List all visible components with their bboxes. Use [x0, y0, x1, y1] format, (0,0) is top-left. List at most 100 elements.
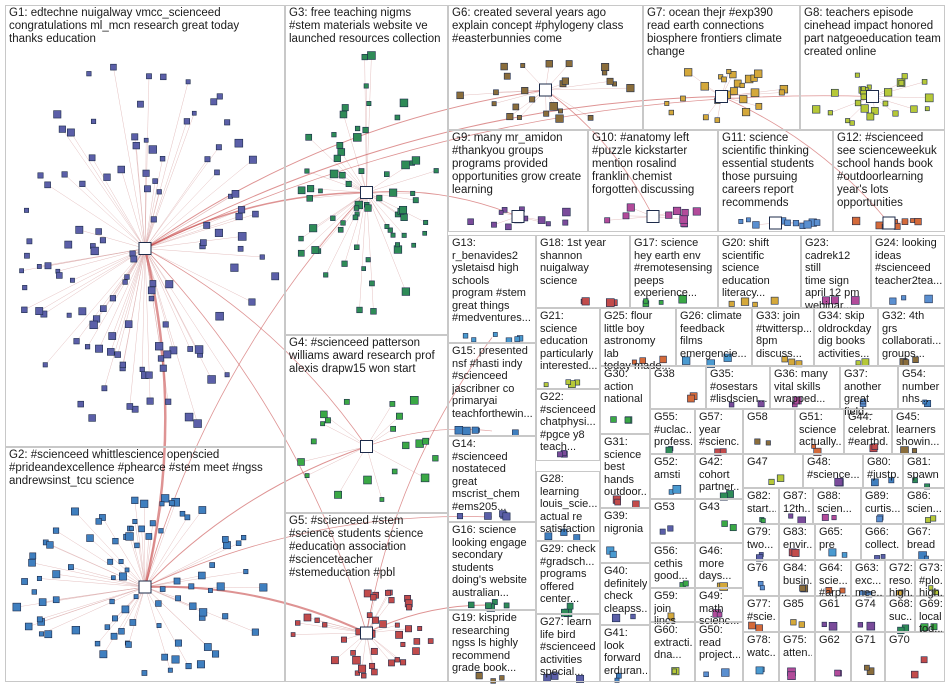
edge: [322, 423, 367, 447]
group-label: G54: number nhs...: [902, 368, 940, 405]
node: [668, 109, 675, 116]
node: [107, 558, 114, 565]
group-g11: G11: science scientific thinking essenti…: [718, 130, 833, 232]
node: [330, 215, 336, 221]
node: [493, 89, 499, 96]
node: [114, 351, 121, 358]
node: [356, 306, 363, 314]
node: [739, 82, 745, 89]
node: [103, 173, 111, 181]
node: [369, 280, 375, 287]
node: [88, 414, 96, 422]
group-g50: G50: read project...: [695, 622, 743, 682]
node: [309, 224, 318, 233]
node: [259, 254, 265, 260]
node: [131, 133, 139, 141]
group-g71: G71: [851, 632, 885, 682]
node: [793, 396, 802, 405]
node: [222, 536, 229, 543]
edge: [144, 248, 263, 258]
node: [36, 575, 42, 581]
node: [371, 616, 379, 624]
group-g39: G39: nigronia: [600, 508, 650, 563]
node: [131, 496, 139, 504]
node: [214, 228, 223, 237]
node: [545, 60, 553, 68]
group-g64: G64: scie... #arp...: [815, 560, 851, 599]
node: [610, 416, 617, 423]
node: [748, 621, 756, 630]
node: [394, 622, 400, 628]
node: [165, 398, 172, 405]
node: [924, 483, 931, 490]
node: [860, 104, 869, 113]
node: [834, 669, 841, 677]
node: [183, 118, 190, 125]
group-g24: G24: looking ideas #scienceed teacher2te…: [871, 235, 945, 308]
edge: [366, 446, 383, 500]
node: [222, 613, 229, 620]
group-label: G10: #anatomy left #puzzle kickstarter m…: [592, 132, 695, 196]
edge: [111, 248, 146, 337]
group-label: G37: another great field...: [844, 368, 882, 418]
node: [259, 583, 268, 592]
node: [370, 594, 377, 601]
group-g62: G62: [815, 632, 851, 682]
node: [389, 188, 398, 197]
node: [24, 252, 30, 259]
node: [248, 155, 257, 164]
group-label: G8: teachers episode cinehead impact hon…: [804, 7, 941, 58]
node: [728, 300, 735, 307]
group-g21: G21: science education particularly inte…: [536, 308, 600, 389]
group-label: G5: #scienceed #stem #science students s…: [289, 515, 424, 579]
node: [149, 520, 156, 527]
node: [502, 512, 511, 521]
group-label: G56: cethis good...: [654, 545, 688, 582]
node: [498, 210, 504, 215]
node: [334, 490, 342, 499]
node: [667, 612, 675, 620]
edge: [309, 192, 367, 199]
node: [924, 93, 934, 103]
edge: [144, 586, 189, 667]
node: [892, 110, 899, 117]
edge: [495, 89, 546, 93]
edge: [121, 169, 146, 249]
node: [370, 308, 377, 315]
node: [825, 587, 833, 594]
node: [132, 519, 138, 525]
node: [158, 528, 164, 534]
node: [384, 224, 390, 229]
node: [687, 394, 695, 403]
edge: [129, 248, 146, 407]
node: [95, 518, 102, 525]
edge: [117, 248, 146, 355]
node: [71, 507, 79, 516]
node: [500, 62, 508, 71]
node: [24, 622, 33, 631]
node: [207, 375, 216, 384]
edge: [144, 193, 236, 249]
node: [345, 180, 352, 188]
node: [323, 272, 329, 278]
node: [311, 246, 320, 254]
hub-node: [360, 186, 373, 199]
node: [132, 141, 140, 150]
node: [503, 72, 511, 80]
node: [505, 223, 512, 231]
node: [555, 114, 564, 123]
edge: [31, 562, 146, 588]
group-g82: G82: start...: [743, 488, 779, 524]
node: [506, 113, 514, 121]
edge: [144, 586, 209, 648]
node: [467, 218, 474, 225]
edge: [74, 511, 146, 588]
node: [854, 72, 860, 78]
node: [100, 305, 107, 312]
node: [159, 155, 166, 162]
node: [234, 138, 244, 148]
group-label: G58: [747, 411, 768, 423]
hub-node: [715, 90, 728, 103]
edge: [545, 81, 611, 91]
inter-group-edge: [366, 337, 493, 634]
